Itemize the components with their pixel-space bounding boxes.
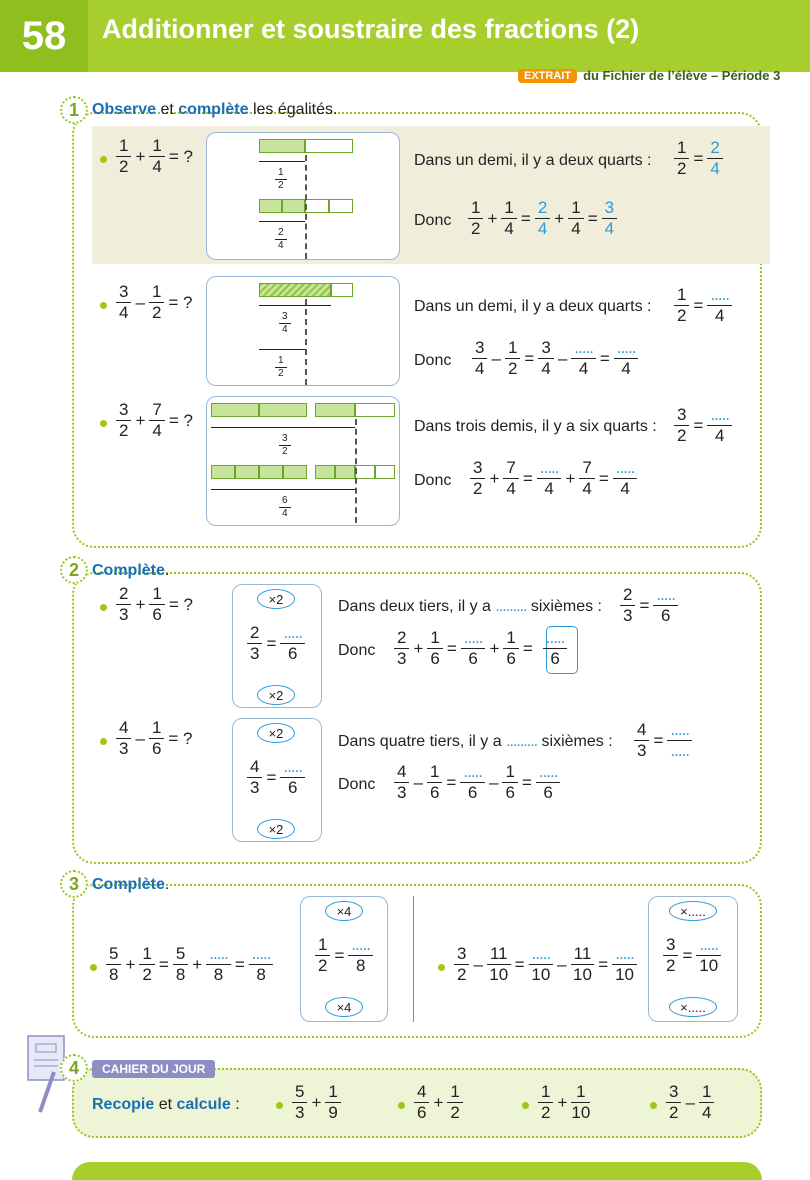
page-title: Additionner et soustraire des fractions … (102, 14, 640, 44)
bullet (100, 738, 107, 745)
bullet (90, 964, 97, 971)
exercise-number-4: 4 (60, 1054, 88, 1082)
divider (413, 896, 414, 1022)
bullet (522, 1102, 529, 1109)
bullet (100, 302, 107, 309)
footer-bar (72, 1162, 762, 1180)
bullet (100, 604, 107, 611)
sentence-1b: Dans un demi, il y a deux quarts : (414, 298, 652, 315)
donc-label: Donc (338, 642, 376, 659)
bullet (100, 156, 107, 163)
sentence-1c: Dans trois demis, il y a six quarts : (414, 418, 657, 435)
extract-text: du Fichier de l’élève – Période 3 (583, 68, 781, 83)
notebook-pencil-icon (27, 1035, 65, 1113)
donc-label: Donc (414, 352, 452, 369)
exercise-3-instruction: Complète. (92, 876, 170, 893)
exercise-number-3: 3 (60, 870, 88, 898)
cahier-du-jour-tag: CAHIER DU JOUR (92, 1060, 216, 1078)
bullet (438, 964, 445, 971)
exercise-4-instruction: Recopie et calcule : (92, 1096, 240, 1113)
answer-box-2a[interactable] (546, 626, 578, 674)
bullet (100, 420, 107, 427)
donc-label: Donc (414, 472, 452, 489)
exercise-1-frame (72, 112, 762, 548)
sentence-1a: Dans un demi, il y a deux quarts : (414, 152, 652, 169)
exercise-3-frame (72, 884, 762, 1038)
example-band (92, 126, 770, 264)
donc-label: Donc (414, 212, 452, 229)
extract-tag: EXTRAIT (518, 68, 578, 83)
exercise-4-frame (72, 1068, 762, 1138)
header-bar (0, 0, 810, 72)
exercise-number-1: 1 (60, 96, 88, 124)
sentence-2a: Dans deux tiers, il y a ......... sixièm… (338, 598, 602, 615)
exercise-1-instruction: Observe et complète les égalités. (92, 101, 338, 118)
exercise-number-2: 2 (60, 556, 88, 584)
sentence-2b: Dans quatre tiers, il y a ......... sixi… (338, 733, 613, 750)
bullet (398, 1102, 405, 1109)
bullet (650, 1102, 657, 1109)
extract-label: EXTRAIT du Fichier de l’élève – Période … (518, 68, 780, 83)
donc-label: Donc (338, 776, 376, 793)
bullet (276, 1102, 283, 1109)
exercise-2-instruction: Complète. (92, 562, 170, 579)
lesson-number: 58 (0, 0, 88, 72)
exercise-2-frame (72, 572, 762, 864)
